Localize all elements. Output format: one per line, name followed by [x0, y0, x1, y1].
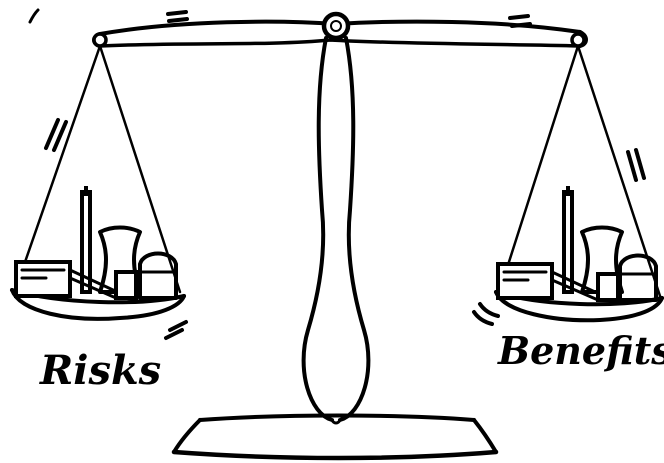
pivot-knob — [324, 14, 348, 38]
power-plant-icon — [498, 186, 656, 300]
risks-label: Risks — [39, 347, 161, 394]
benefits-label: Benefits — [497, 328, 664, 373]
central-post — [304, 38, 369, 423]
